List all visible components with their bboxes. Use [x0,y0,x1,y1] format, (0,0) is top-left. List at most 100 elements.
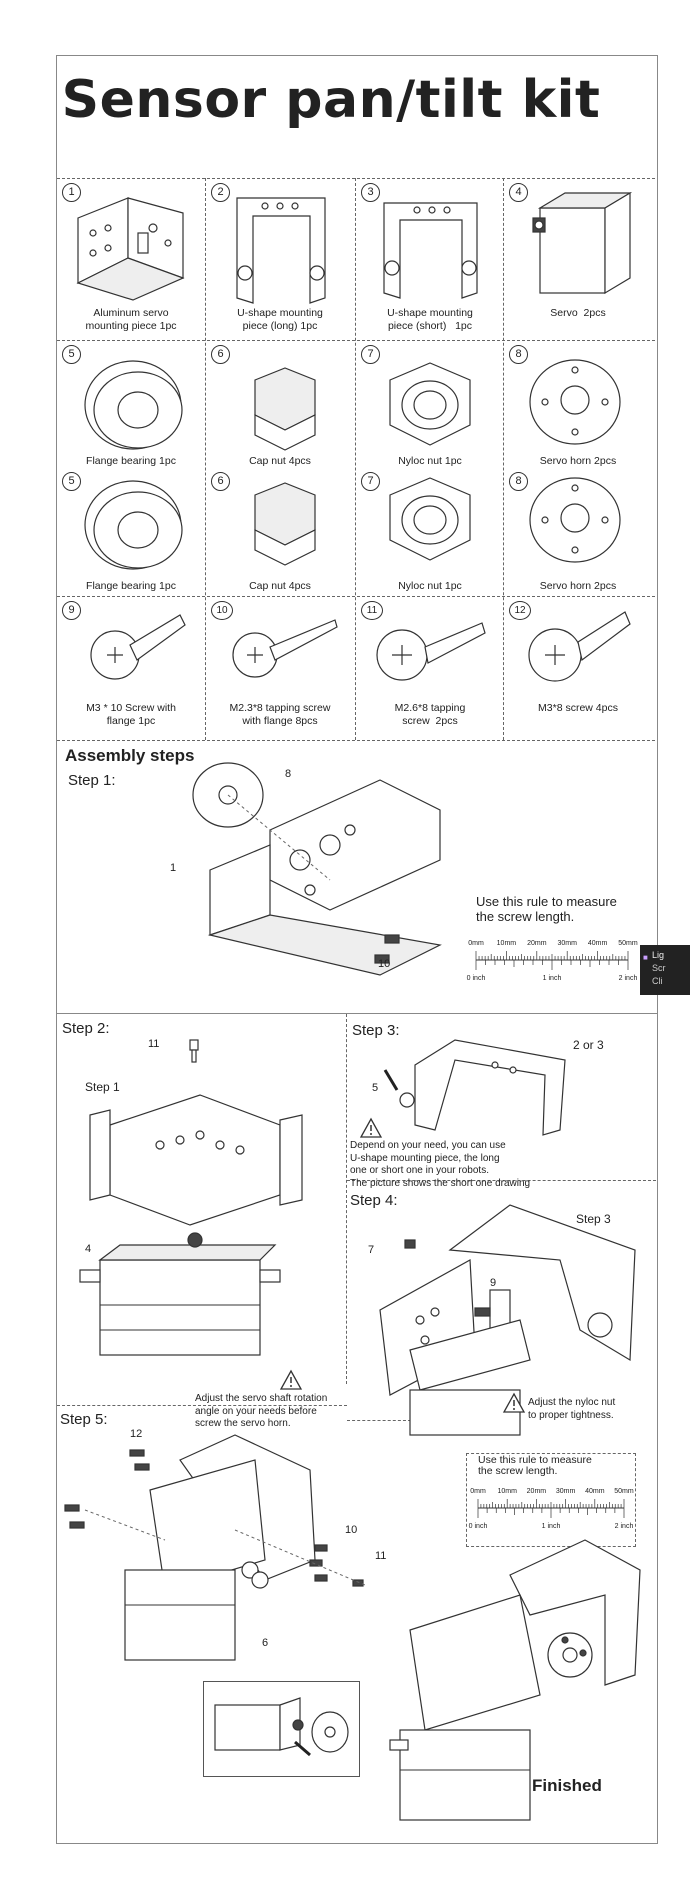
ruler-mm-label: 40mm [587,940,608,947]
part-number-badge: 5 [62,345,81,364]
part-number-badge: 7 [361,472,380,491]
flange-bearing-illustration-1 [84,360,183,450]
step2-warning-icon [279,1369,303,1390]
step3-illustration [383,1039,566,1136]
part-number-badge: 6 [211,472,230,491]
part-number-badge: 1 [62,183,81,202]
m26-tapping-screw-illustration [376,622,486,681]
ruler-mm-label: 10mm [497,1488,517,1495]
nyloc-nut-illustration-2 [389,477,471,561]
part-caption: U-shape mounting piece (long) 1pc [237,307,323,332]
part-number-badge: 8 [509,345,528,364]
cap-nut-illustration-1 [254,367,316,451]
part-caption: Servo horn 2pcs [539,455,617,467]
step2-label: Step 2: [62,1020,110,1037]
part-number-badge: 10 [211,601,233,620]
ruler-mm-label: 50mm [618,940,638,947]
page-title: Sensor pan/tilt kit [61,70,601,130]
step2-callout-11: 11 [148,1038,160,1050]
part-number-badge: 2 [211,183,230,202]
finished-label: Finished [532,1776,602,1795]
grid-top [57,178,655,179]
step3-note: Depend on your need, you can use U-shape… [350,1140,531,1189]
grid-row3 [57,740,655,741]
step3-callout-2or3: 2 or 3 [573,1038,604,1052]
part-number-badge: 3 [361,183,380,202]
ruler-mm-label: 20mm [526,1488,547,1495]
step1-callout-1: 1 [170,862,177,874]
u-mount-long-illustration [236,197,326,304]
part-caption: Nyloc nut 1pc [398,580,462,592]
part-caption: M3*8 screw 4pcs [538,702,618,714]
step3-warning-icon [359,1117,383,1138]
step1-callout-8: 8 [285,768,292,780]
part-caption: Servo 2pcs [550,307,606,319]
step5-label: Step 5: [60,1411,108,1428]
ruler-inch-label: 0 inch [466,975,486,982]
ruler-mm-label: 0mm [468,940,484,947]
assembly-heading: Assembly steps [65,746,195,765]
step4-callout-step3: Step 3 [576,1212,611,1226]
part-caption: Flange bearing 1pc [86,455,176,467]
grid-col3 [503,178,504,740]
part-number-badge: 7 [361,345,380,364]
grid-row2 [57,596,655,597]
part-caption: Flange bearing 1pc [86,580,176,592]
popup-line-2: Scr [652,963,666,973]
part-caption: Cap nut 4pcs [249,455,311,467]
part-number-badge: 5 [62,472,81,491]
part-caption: Cap nut 4pcs [249,580,311,592]
m3-10-screw-illustration [90,614,186,680]
step1-illustration [192,762,442,976]
m23-tapping-screw-illustration [232,619,338,678]
ruler-mm-label: 0mm [470,1488,486,1495]
ruler-scale-b [477,1499,625,1518]
ruler-inch-label: 1 inch [541,1523,561,1530]
step3-callout-5: 5 [372,1082,379,1094]
step5-callout-12: 12 [130,1428,143,1440]
part-number-badge: 6 [211,345,230,364]
m3-8-screw-illustration [528,611,631,682]
ruler-scale-a [475,951,629,970]
light-popup-fragment[interactable]: Lig Scr Cli ■ [640,945,690,995]
ruler-inch-label: 1 inch [542,975,562,982]
grid-col1 [205,178,206,740]
step4-label: Step 4: [350,1192,398,1209]
part-caption: Nyloc nut 1pc [398,455,462,467]
ruler-inch-label: 2 inch [618,975,638,982]
step25-divider [57,1405,347,1406]
step23-divider [346,1014,347,1384]
part-caption: Servo horn 2pcs [539,580,617,592]
part-number-badge: 11 [361,601,383,620]
step2-callout-step1: Step 1 [85,1080,120,1094]
ruler-mm-label: 30mm [555,1488,576,1495]
step4-illustration [379,1204,636,1436]
step34-divider [347,1180,656,1181]
nyloc-nut-illustration-1 [389,362,471,446]
ruler2-note: Use this rule to measure the screw lengt… [478,1454,592,1477]
servo-horn-illustration-2 [529,477,621,563]
steps-panel-top [56,1013,657,1014]
part-caption: M3 * 10 Screw with flange 1pc [86,702,176,727]
ruler2-box [466,1453,636,1547]
step1-label: Step 1: [68,772,116,789]
popup-pin-icon: ■ [643,953,648,962]
ruler1-note: Use this rule to measure the screw lengt… [476,894,617,924]
step5-callout-11: 11 [375,1550,387,1562]
step4-bottom [347,1420,467,1421]
part-caption: Aluminum servo mounting piece 1pc [85,307,177,332]
part-caption: U-shape mounting piece (short) 1pc [387,307,473,332]
ruler-mm-label: 30mm [557,940,577,947]
step2-illustration [79,1039,303,1356]
ruler-inch-label: 2 inch [614,1523,634,1530]
part-number-badge: 9 [62,601,81,620]
part-number-badge: 4 [509,183,528,202]
ruler-mm-label: 20mm [527,940,547,947]
step5-illustration [64,1434,366,1661]
popup-line-3: Cli [652,976,663,986]
flange-bearing-illustration-2 [84,480,183,570]
u-mount-short-illustration [383,202,478,299]
ruler-mm-label: 50mm [614,1488,634,1495]
